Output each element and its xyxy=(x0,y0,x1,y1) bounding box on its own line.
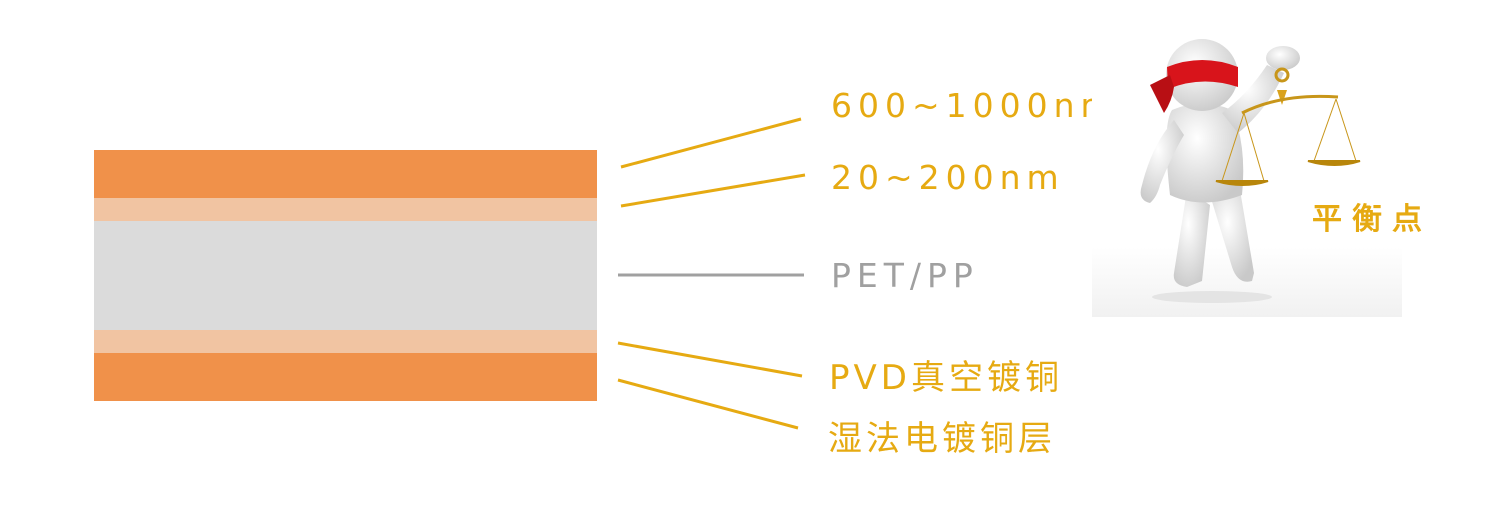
layer-substrate xyxy=(94,221,597,330)
layer-wet-copper-bottom xyxy=(94,353,597,401)
label-pvd-copper: PVD真空镀铜 xyxy=(829,358,1063,398)
label-wet-copper: 湿法电镀铜层 xyxy=(828,419,1056,459)
layer-pvd-copper-top xyxy=(94,198,597,221)
label-thick-copper: 600~1000nm xyxy=(831,86,1119,125)
balance-point-caption: 平衡点 xyxy=(1312,202,1432,237)
layer-pvd-copper-bottom xyxy=(94,330,597,353)
leader-line-pvd xyxy=(617,341,803,378)
label-substrate: PET/PP xyxy=(831,256,979,295)
balance-illustration xyxy=(1092,5,1402,317)
label-thin-copper: 20~200nm xyxy=(831,158,1065,197)
blindfolded-figure-icon xyxy=(1140,39,1361,303)
leader-line-wet xyxy=(617,378,799,430)
leader-line-thick xyxy=(620,117,802,169)
leader-line-thin xyxy=(620,173,806,208)
layer-wet-copper-top xyxy=(94,150,597,198)
